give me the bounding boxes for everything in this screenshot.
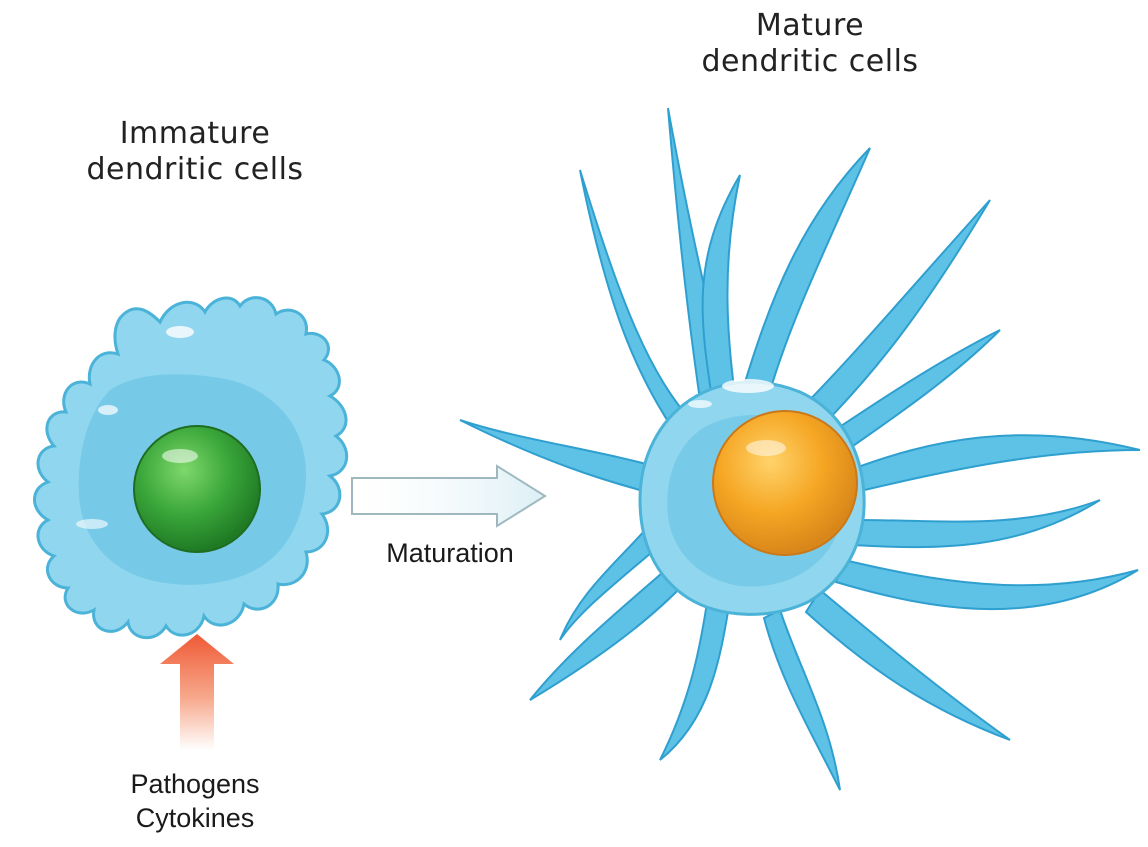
mature-dendritic-cell-icon	[460, 108, 1140, 790]
immature-nucleus	[134, 426, 260, 552]
immature-label-line1: Immature	[60, 116, 330, 152]
immature-dendritic-cell-icon	[35, 298, 347, 638]
mature-label-line2: dendritic cells	[675, 44, 945, 80]
stimulus-label-line1: Pathogens	[105, 767, 285, 801]
mature-nucleus	[713, 411, 857, 555]
maturation-label: Maturation	[370, 536, 530, 570]
stimulus-label-line2: Cytokines	[105, 801, 285, 835]
up-arrow-icon	[160, 634, 234, 750]
mature-label-line1: Mature	[675, 8, 945, 44]
mature-cells-label: Mature dendritic cells	[675, 8, 945, 80]
immature-label-line2: dendritic cells	[60, 152, 330, 188]
immature-cells-label: Immature dendritic cells	[60, 116, 330, 188]
stimulus-label: Pathogens Cytokines	[105, 767, 285, 835]
right-arrow-icon	[352, 466, 545, 526]
